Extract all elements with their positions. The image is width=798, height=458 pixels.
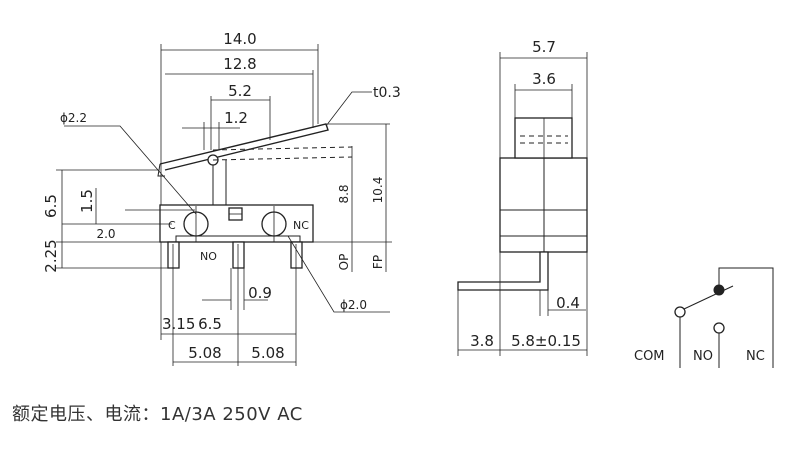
dim-lead-thickness: 0.4 <box>556 294 580 312</box>
label-schematic-nc: NC <box>746 349 765 364</box>
dim-lower-height: 2.25 <box>42 239 60 272</box>
dim-offset: 5.8±0.15 <box>511 332 581 350</box>
front-view: 14.0 12.8 5.2 1.2 t0.3 ϕ2.2 ϕ2.0 6.5 1.5… <box>42 30 401 366</box>
dim-upper-offset: 1.5 <box>78 189 96 213</box>
dim-pitch-a: 3.15 <box>162 315 195 333</box>
side-view: 5.7 3.6 0.4 3.8 5.8±0.15 <box>457 38 588 356</box>
dim-pitch-b: 6.5 <box>198 315 222 333</box>
side-lead <box>457 251 549 291</box>
lever <box>159 123 329 171</box>
dim-hole-diameter: ϕ2.2 <box>60 111 87 125</box>
dim-spacing-right: 5.08 <box>251 344 284 362</box>
dim-terminal-offset: 2.0 <box>96 227 115 241</box>
switch-schematic: COM NO NC <box>634 267 774 368</box>
label-fp: FP <box>371 255 385 269</box>
label-no: NO <box>200 250 217 263</box>
dim-pin-offset: 1.2 <box>224 109 248 127</box>
dim-pin-diameter: ϕ2.0 <box>340 298 367 312</box>
dim-lever-span: 5.2 <box>228 82 252 100</box>
contact-no <box>713 322 725 334</box>
label-nc: NC <box>293 219 309 232</box>
terminal-nc <box>290 241 303 269</box>
label-op: OP <box>337 254 351 271</box>
label-c: C <box>168 219 176 232</box>
dim-body-width: 12.8 <box>223 55 256 73</box>
label-schematic-no: NO <box>693 349 713 364</box>
dim-height: 6.5 <box>42 194 60 218</box>
contact-nc <box>713 284 725 296</box>
contact-com <box>674 306 686 318</box>
dim-fp-height: 10.4 <box>371 177 385 204</box>
label-com: COM <box>634 349 665 364</box>
dim-terminal-width: 0.9 <box>248 284 272 302</box>
terminal-com <box>167 241 180 269</box>
terminal-no <box>232 241 245 269</box>
dim-lead-length: 3.8 <box>470 332 494 350</box>
side-actuator <box>514 117 573 159</box>
dim-overall-width: 14.0 <box>223 30 256 48</box>
dim-op-height: 8.8 <box>337 184 351 203</box>
dim-actuator-width: 3.6 <box>532 70 556 88</box>
rating-text: 额定电压、电流：1A/3A 250V AC <box>12 404 303 425</box>
dim-lever-thickness: t0.3 <box>373 85 401 101</box>
dim-side-width: 5.7 <box>532 38 556 56</box>
dim-spacing-left: 5.08 <box>188 344 221 362</box>
